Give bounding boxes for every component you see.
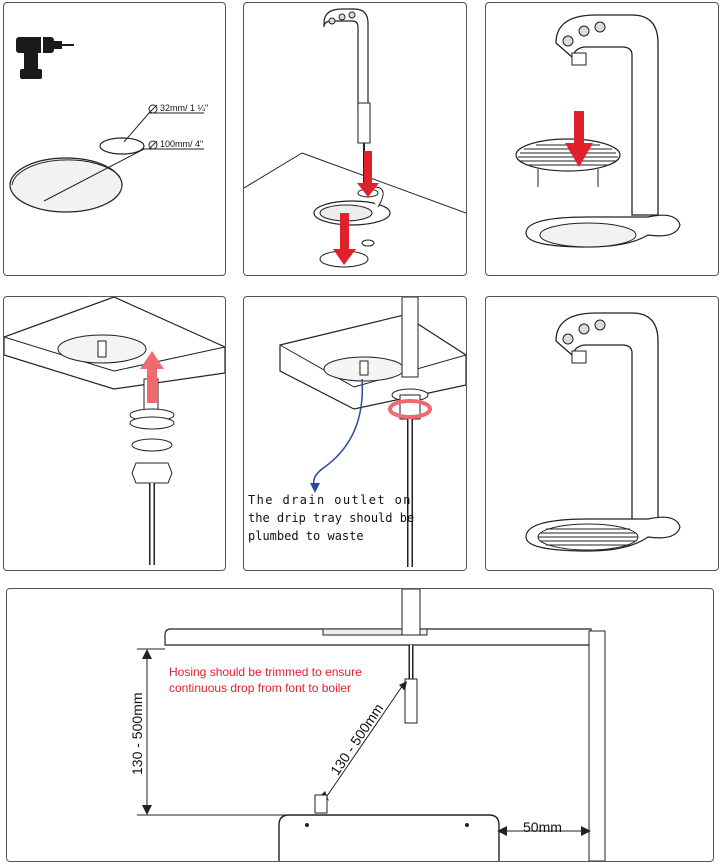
hosing-note-line1: Hosing should be trimmed to ensure (169, 665, 362, 679)
diameter-icon (148, 104, 158, 114)
drill-holes-illustration (9, 37, 204, 213)
step-panel-drill-holes: 32mm/ 1 ¼" 100mm/ 4" (3, 2, 226, 276)
hosing-note-line2: continuous drop from font to boiler (169, 681, 352, 695)
hosing-dimensions-illustration (137, 589, 606, 861)
drill-icon (16, 37, 74, 79)
drain-note-line3: plumbed to waste (248, 529, 364, 543)
drain-note-line1: The drain outlet on (248, 493, 412, 507)
step-panel-hosing-dimensions: Hosing should be trimmed to ensure conti… (6, 588, 714, 862)
step-panel-assembled-font (485, 296, 719, 571)
step-panel-insert-font (243, 2, 467, 276)
step-panel-underside-fixing (3, 296, 226, 571)
drain-outlet-illustration (279, 297, 466, 567)
small-hole-outline (99, 137, 145, 155)
down-arrow-icon (565, 111, 593, 167)
vertical-distance-label: 130 - 500mm (129, 692, 145, 775)
boiler-unit (278, 814, 500, 861)
large-hole-size-label: 100mm/ 4" (160, 139, 204, 149)
drain-note-line2: the drip tray should be (248, 511, 415, 525)
cabinet-side (588, 630, 606, 861)
seal-highlight-ring (388, 399, 432, 419)
large-hole-outline (9, 157, 123, 213)
grille-outline (515, 138, 621, 172)
insert-font-illustration (244, 8, 466, 268)
place-grille-illustration (515, 14, 681, 248)
diameter-icon (148, 140, 158, 150)
down-arrow-icon (310, 483, 320, 493)
clearance-label: 50mm (523, 819, 562, 835)
step-panel-drain-outlet: The drain outlet on the drip tray should… (243, 296, 467, 571)
down-arrow-icon (357, 151, 379, 197)
small-hole-size-label: 32mm/ 1 ¼" (160, 103, 209, 113)
underside-fixing-illustration (4, 297, 225, 565)
assembled-font-illustration (525, 312, 681, 552)
drain-path-arrow (312, 378, 364, 486)
step-panel-place-grille (485, 2, 719, 276)
up-arrow-icon (140, 351, 164, 403)
down-arrow-icon (333, 213, 356, 265)
